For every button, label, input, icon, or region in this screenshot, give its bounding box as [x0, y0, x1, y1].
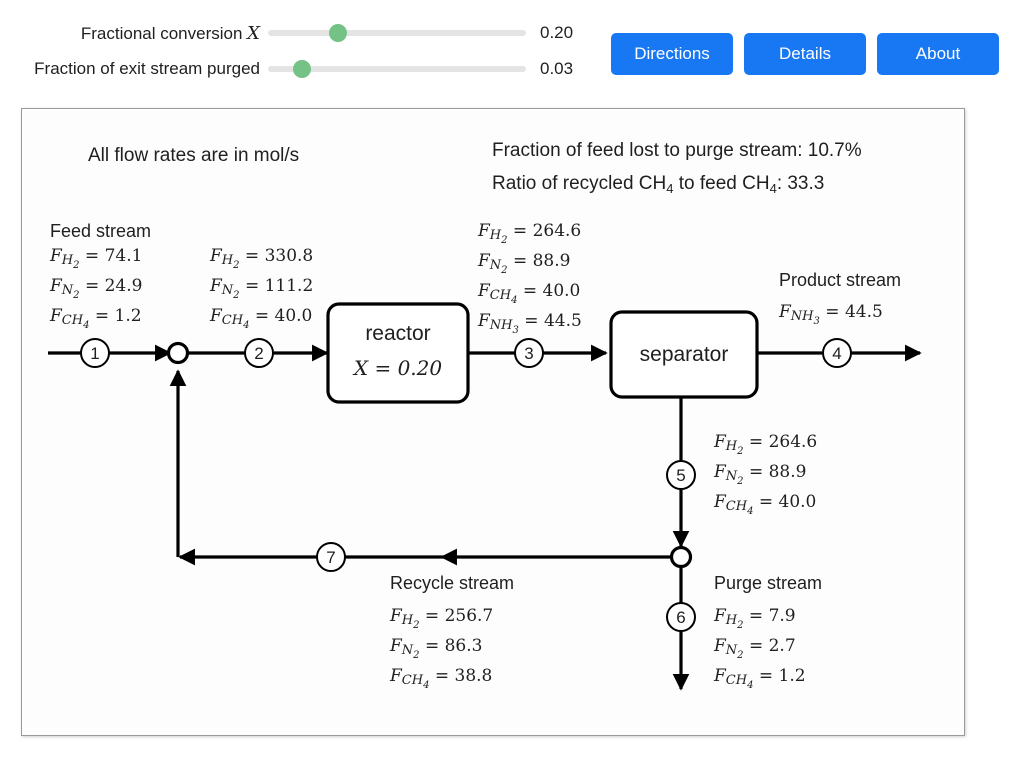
slider-value-fraction-purged: 0.03 — [540, 59, 574, 78]
flow-value-reactor_out-ch4: FCH4 = 40.0 — [477, 281, 580, 306]
slider-track-fraction-purged[interactable] — [268, 60, 526, 78]
slider-label-text-conversion: Fractional conversion — [80, 23, 243, 43]
slider-track-fractional-conversion[interactable] — [268, 24, 526, 42]
flow-value-reactor_out-h2: FH2 = 264.6 — [477, 221, 581, 246]
ratio-part-b: to feed CH — [673, 173, 769, 194]
flow-value-separator_gas-n2: FN2 = 88.9 — [713, 462, 806, 487]
mixer-junction[interactable] — [166, 341, 190, 365]
directions-button[interactable]: Directions — [611, 33, 733, 75]
stream-number-7: 7 — [326, 548, 335, 567]
stream-number-4: 4 — [832, 344, 841, 363]
slider-value-fractional-conversion: 0.20 — [540, 23, 574, 42]
flow-value-mixed-n2: FN2 = 111.2 — [209, 276, 313, 301]
flowsheet-svg: All flow rates are in mol/s Fraction of … — [48, 140, 922, 691]
slider-thumb-fraction-purged[interactable] — [292, 60, 311, 78]
separator-box[interactable] — [609, 310, 759, 399]
feed-stream-label: Feed stream — [50, 221, 151, 241]
reactor-box[interactable] — [326, 302, 470, 404]
slider-row-fraction-purged: Fraction of exit stream purged 0.03 — [0, 56, 586, 82]
stream-marker-1[interactable] — [80, 338, 110, 368]
separator-label: separator — [640, 343, 729, 366]
stream-number-2: 2 — [254, 344, 263, 363]
flow-value-recycle-ch4: FCH4 = 38.8 — [389, 666, 492, 691]
stream-marker-7[interactable] — [316, 542, 346, 572]
flow-value-purge-n2: FN2 = 2.7 — [713, 636, 796, 661]
ratio-part-c: : 33.3 — [777, 173, 825, 194]
flow-value-separator_gas-ch4: FCH4 = 40.0 — [713, 492, 816, 517]
recycle-ratio-label: Ratio of recycled CH4 to feed CH4: 33.3 — [492, 173, 824, 196]
purge-stream-label: Purge stream — [714, 573, 822, 593]
button-group: Directions Details About — [611, 33, 999, 75]
reactor-label: reactor — [365, 322, 430, 345]
controls-bar: Fractional conversion X 0.20 Fraction of… — [0, 0, 1024, 100]
flowsheet-panel: All flow rates are in mol/s Fraction of … — [21, 108, 965, 736]
flow-values-product: FNH3 = 44.5 — [778, 302, 883, 327]
slider-row-fractional-conversion: Fractional conversion X 0.20 — [0, 20, 586, 46]
stream-marker-6[interactable] — [666, 602, 696, 632]
splitter-junction[interactable] — [669, 545, 693, 569]
flow-value-feed-ch4: FCH4 = 1.2 — [49, 306, 142, 331]
stream-number-3: 3 — [524, 344, 533, 363]
flow-value-reactor_out-n2: FN2 = 88.9 — [477, 251, 570, 276]
about-button[interactable]: About — [877, 33, 999, 75]
flow-value-separator_gas-h2: FH2 = 264.6 — [713, 432, 817, 457]
slider-label-var-conversion: X — [247, 22, 260, 44]
stream-marker-4[interactable] — [822, 338, 852, 368]
flow-value-reactor_out-nh3: FNH3 = 44.5 — [477, 311, 582, 336]
flow-value-recycle-h2: FH2 = 256.7 — [389, 606, 493, 631]
stream-marker-3[interactable] — [514, 338, 544, 368]
slider-label-fraction-purged: Fraction of exit stream purged — [34, 59, 260, 78]
flow-value-feed-h2: FH2 = 74.1 — [49, 246, 142, 271]
details-button[interactable]: Details — [744, 33, 866, 75]
stream-number-1: 1 — [90, 344, 99, 363]
slider-thumb-fractional-conversion[interactable] — [328, 24, 347, 42]
product-stream-label: Product stream — [779, 270, 901, 290]
flow-value-product-nh3: FNH3 = 44.5 — [778, 302, 883, 327]
flow-value-mixed-ch4: FCH4 = 40.0 — [209, 306, 312, 331]
stream-number-5: 5 — [676, 466, 685, 485]
reactor-conversion-label: X = 0.20 — [352, 356, 443, 380]
feed-lost-label: Fraction of feed lost to purge stream: 1… — [492, 140, 862, 161]
flow-value-feed-n2: FN2 = 24.9 — [49, 276, 142, 301]
stream-number-6: 6 — [676, 608, 685, 627]
ratio-part-a: Ratio of recycled CH — [492, 173, 666, 194]
ratio-sub-a: 4 — [666, 181, 673, 196]
flow-value-recycle-n2: FN2 = 86.3 — [389, 636, 482, 661]
units-note: All flow rates are in mol/s — [88, 145, 299, 166]
stream-marker-5[interactable] — [666, 460, 696, 490]
flow-value-purge-ch4: FCH4 = 1.2 — [713, 666, 806, 691]
flow-value-purge-h2: FH2 = 7.9 — [713, 606, 796, 631]
stream-marker-2[interactable] — [244, 338, 274, 368]
recycle-stream-label: Recycle stream — [390, 573, 514, 593]
slider-label-fractional-conversion: Fractional conversion X — [0, 23, 268, 44]
flow-value-mixed-h2: FH2 = 330.8 — [209, 246, 313, 271]
ratio-sub-b: 4 — [770, 181, 777, 196]
